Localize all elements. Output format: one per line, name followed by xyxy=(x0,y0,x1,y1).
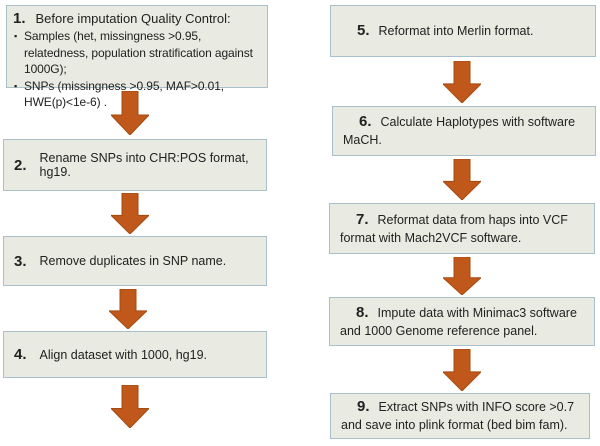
step-7-text: Reformat data from haps into VCF format … xyxy=(340,212,568,245)
step-1-box: 1. Before imputation Quality Control: ▪ S… xyxy=(6,5,268,109)
arrow-down-icon xyxy=(443,61,481,103)
arrow-down-icon xyxy=(111,193,149,234)
flow-arrow-4 xyxy=(111,385,149,428)
step-9-text: Extract SNPs with INFO score >0.7 and sa… xyxy=(341,400,575,432)
step-5-paragraph: 5. Reformat into Merlin format. xyxy=(331,22,595,40)
step-5-box: 5. Reformat into Merlin format. xyxy=(330,5,596,57)
step-4-text: Align dataset with 1000, hg19. xyxy=(39,347,207,362)
step-8-number: 8. xyxy=(356,303,369,321)
step-1-number: 1. xyxy=(13,10,26,27)
step-3-text: Remove duplicates in SNP name. xyxy=(39,254,227,268)
flow-arrow-8 xyxy=(443,349,481,391)
step-9-number: 9. xyxy=(357,398,370,415)
step-2-number: 2. xyxy=(14,156,27,174)
step-3-number: 3. xyxy=(14,252,27,270)
flow-arrow-5 xyxy=(443,61,481,103)
flow-arrow-2 xyxy=(111,193,149,234)
bullet-square-icon: ▪ xyxy=(14,31,18,41)
flow-arrow-7 xyxy=(443,257,481,295)
step-7-paragraph: 7.Reformat data from haps into VCF forma… xyxy=(330,211,594,247)
step-5-number: 5. xyxy=(357,22,370,39)
step-1-title: Before imputation Quality Control: xyxy=(35,11,231,26)
step-1-bullet-1-text: Samples (het, missingness >0.95, related… xyxy=(24,29,253,76)
arrow-down-icon xyxy=(443,349,481,391)
step-9-paragraph: 9.Extract SNPs with INFO score >0.7 and … xyxy=(331,398,589,434)
step-3-box: 3. Remove duplicates in SNP name. xyxy=(3,236,267,286)
step-1-title-line: 1. Before imputation Quality Control: xyxy=(13,10,263,27)
step-1-bullet-1: ▪ Samples (het, missingness >0.95, relat… xyxy=(13,28,263,78)
step-6-paragraph: 6.Calculate Haplotypes with software MaC… xyxy=(333,113,595,149)
step-2-box: 2. Rename SNPs into CHR:POS format, hg19… xyxy=(3,139,267,191)
step-6-text: Calculate Haplotypes with software MaCH. xyxy=(343,115,576,147)
step-2-text: Rename SNPs into CHR:POS format, hg19. xyxy=(39,151,249,179)
step-6-box: 6.Calculate Haplotypes with software MaC… xyxy=(332,106,596,156)
flow-arrow-3 xyxy=(109,289,147,329)
step-1-bullet-2: ▪ SNPs (missingness >0.95, MAF>0.01, HWE… xyxy=(13,78,263,111)
arrow-down-icon xyxy=(443,257,481,295)
step-8-box: 8.Impute data with Minimac3 software and… xyxy=(329,297,595,346)
step-8-text: Impute data with Minimac3 software and 1… xyxy=(340,305,577,338)
arrow-down-icon xyxy=(443,159,481,200)
flow-arrow-6 xyxy=(443,159,481,200)
step-6-number: 6. xyxy=(359,113,372,130)
flow-arrow-1 xyxy=(111,91,149,135)
step-7-box: 7.Reformat data from haps into VCF forma… xyxy=(329,203,595,254)
arrow-down-icon xyxy=(111,91,149,135)
step-4-box: 4. Align dataset with 1000, hg19. xyxy=(3,331,267,378)
step-4-number: 4. xyxy=(14,346,27,363)
step-1-bullet-2-text: SNPs (missingness >0.95, MAF>0.01, HWE(p… xyxy=(24,78,225,110)
arrow-down-icon xyxy=(109,289,147,329)
step-5-text: Reformat into Merlin format. xyxy=(378,24,534,38)
bullet-square-icon: ▪ xyxy=(14,80,18,91)
step-9-box: 9.Extract SNPs with INFO score >0.7 and … xyxy=(330,393,590,439)
arrow-down-icon xyxy=(111,385,149,428)
step-7-number: 7. xyxy=(356,210,369,228)
step-8-paragraph: 8.Impute data with Minimac3 software and… xyxy=(330,304,594,340)
